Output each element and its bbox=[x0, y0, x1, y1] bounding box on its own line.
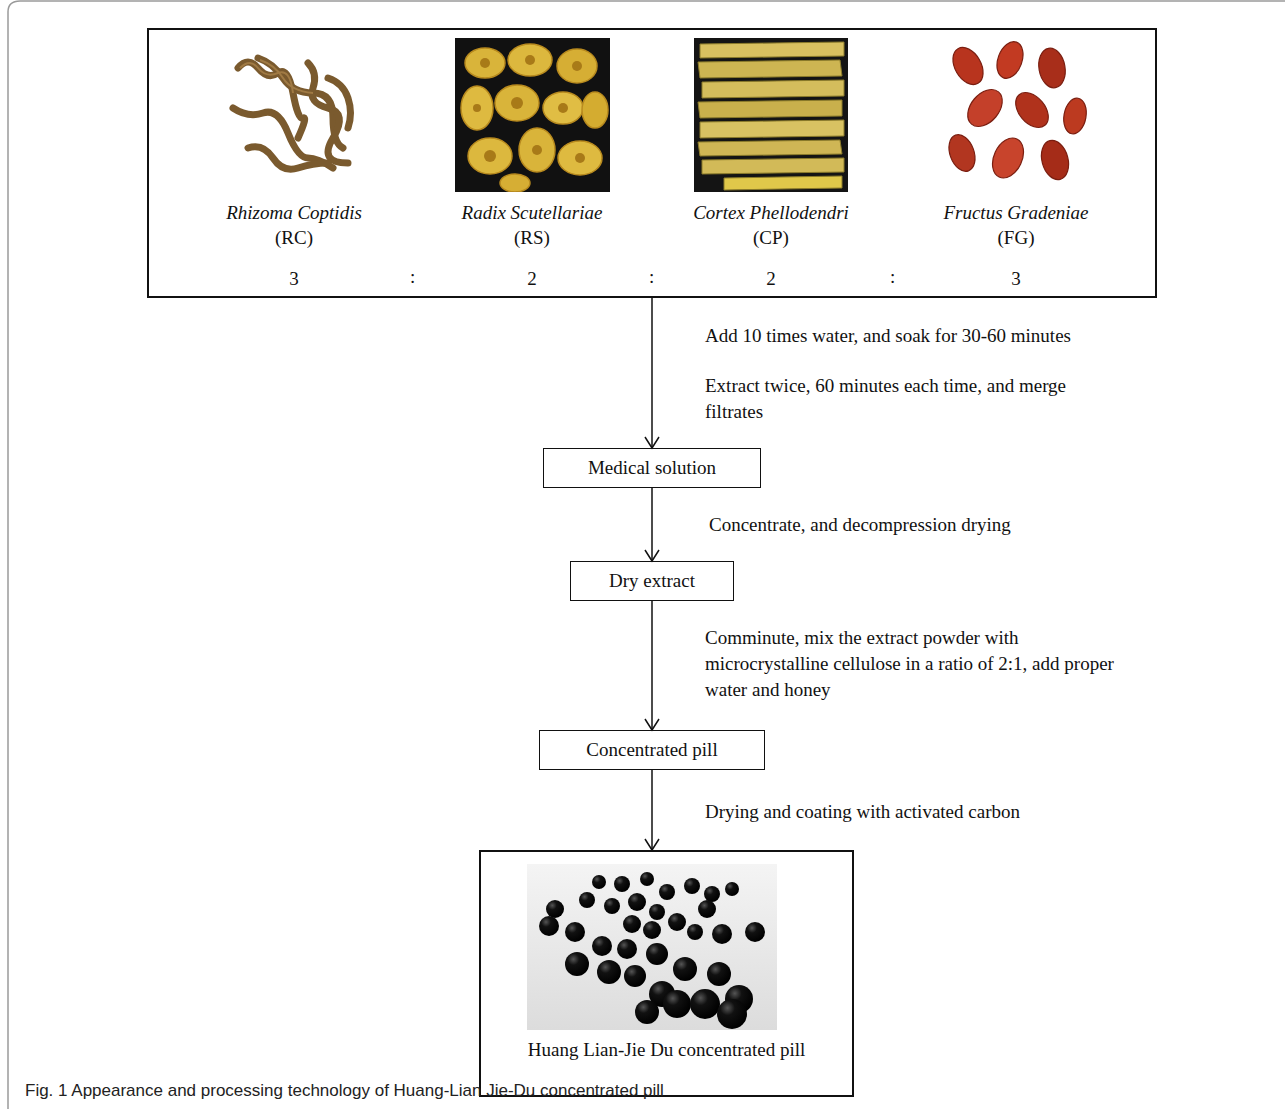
ratio-separator: : bbox=[649, 266, 654, 288]
flow-line bbox=[651, 770, 653, 850]
herb-name: Radix Scutellariae bbox=[412, 200, 652, 225]
process-box: Medical solution bbox=[543, 448, 761, 488]
flow-arrow bbox=[645, 601, 659, 730]
herb-item: Cortex Phellodendri(CP) 2 bbox=[651, 200, 891, 291]
flow-line bbox=[651, 488, 653, 561]
herb-name: Cortex Phellodendri bbox=[651, 200, 891, 225]
herb-frame: :::Rhizoma Coptidis(RC)3Radix Scutellari… bbox=[147, 28, 1157, 298]
ratio-separator: : bbox=[890, 266, 895, 288]
flow-line bbox=[651, 601, 653, 730]
herb-item: Rhizoma Coptidis(RC) 3 bbox=[174, 200, 414, 291]
flow-arrow bbox=[645, 488, 659, 561]
process-box: Dry extract bbox=[570, 561, 734, 601]
process-label: Concentrated pill bbox=[576, 739, 728, 761]
process-box: Concentrated pill bbox=[539, 730, 765, 770]
arrowhead bbox=[645, 719, 659, 730]
step-note: Extract twice, 60 minutes each time, and… bbox=[705, 373, 1125, 425]
step-note: Comminute, mix the extract powder with m… bbox=[705, 625, 1115, 703]
ratio-separator: : bbox=[410, 266, 415, 288]
arrowhead bbox=[645, 550, 659, 561]
product-name: Huang Lian-Jie Du concentrated pill bbox=[481, 1038, 852, 1062]
herb-name: Rhizoma Coptidis bbox=[174, 200, 414, 225]
herb-abbreviation: (RC) bbox=[174, 225, 414, 250]
step-note: Concentrate, and decompression drying bbox=[709, 512, 1109, 538]
herb-abbreviation: (FG) bbox=[896, 225, 1136, 250]
flow-arrow bbox=[645, 298, 659, 448]
product-box: Huang Lian-Jie Du concentrated pill bbox=[479, 850, 854, 1097]
herb-item: Radix Scutellariae(RS) 2 bbox=[412, 200, 652, 291]
fruit-photo bbox=[940, 38, 1093, 192]
root-slices-photo bbox=[455, 38, 610, 192]
ratio-number: 2 bbox=[651, 266, 891, 291]
herb-name: Fructus Gradeniae bbox=[896, 200, 1136, 225]
rhizome-photo bbox=[218, 38, 370, 192]
arrowhead bbox=[645, 839, 659, 850]
herb-item: Fructus Gradeniae(FG) 3 bbox=[896, 200, 1136, 291]
bark-strips-photo bbox=[694, 38, 848, 192]
process-label: Dry extract bbox=[607, 570, 697, 592]
step-note: Add 10 times water, and soak for 30-60 m… bbox=[705, 323, 1145, 349]
arrowhead bbox=[645, 437, 659, 448]
flow-arrow bbox=[645, 770, 659, 850]
ratio-number: 3 bbox=[174, 266, 414, 291]
pill-photo bbox=[527, 864, 777, 1030]
herb-abbreviation: (RS) bbox=[412, 225, 652, 250]
figure-caption: Fig. 1 Appearance and processing technol… bbox=[25, 1081, 664, 1101]
flow-line bbox=[651, 298, 653, 448]
ratio-number: 3 bbox=[896, 266, 1136, 291]
herb-abbreviation: (CP) bbox=[651, 225, 891, 250]
ratio-number: 2 bbox=[412, 266, 652, 291]
step-note: Drying and coating with activated carbon bbox=[705, 799, 1125, 825]
process-label: Medical solution bbox=[580, 457, 724, 479]
